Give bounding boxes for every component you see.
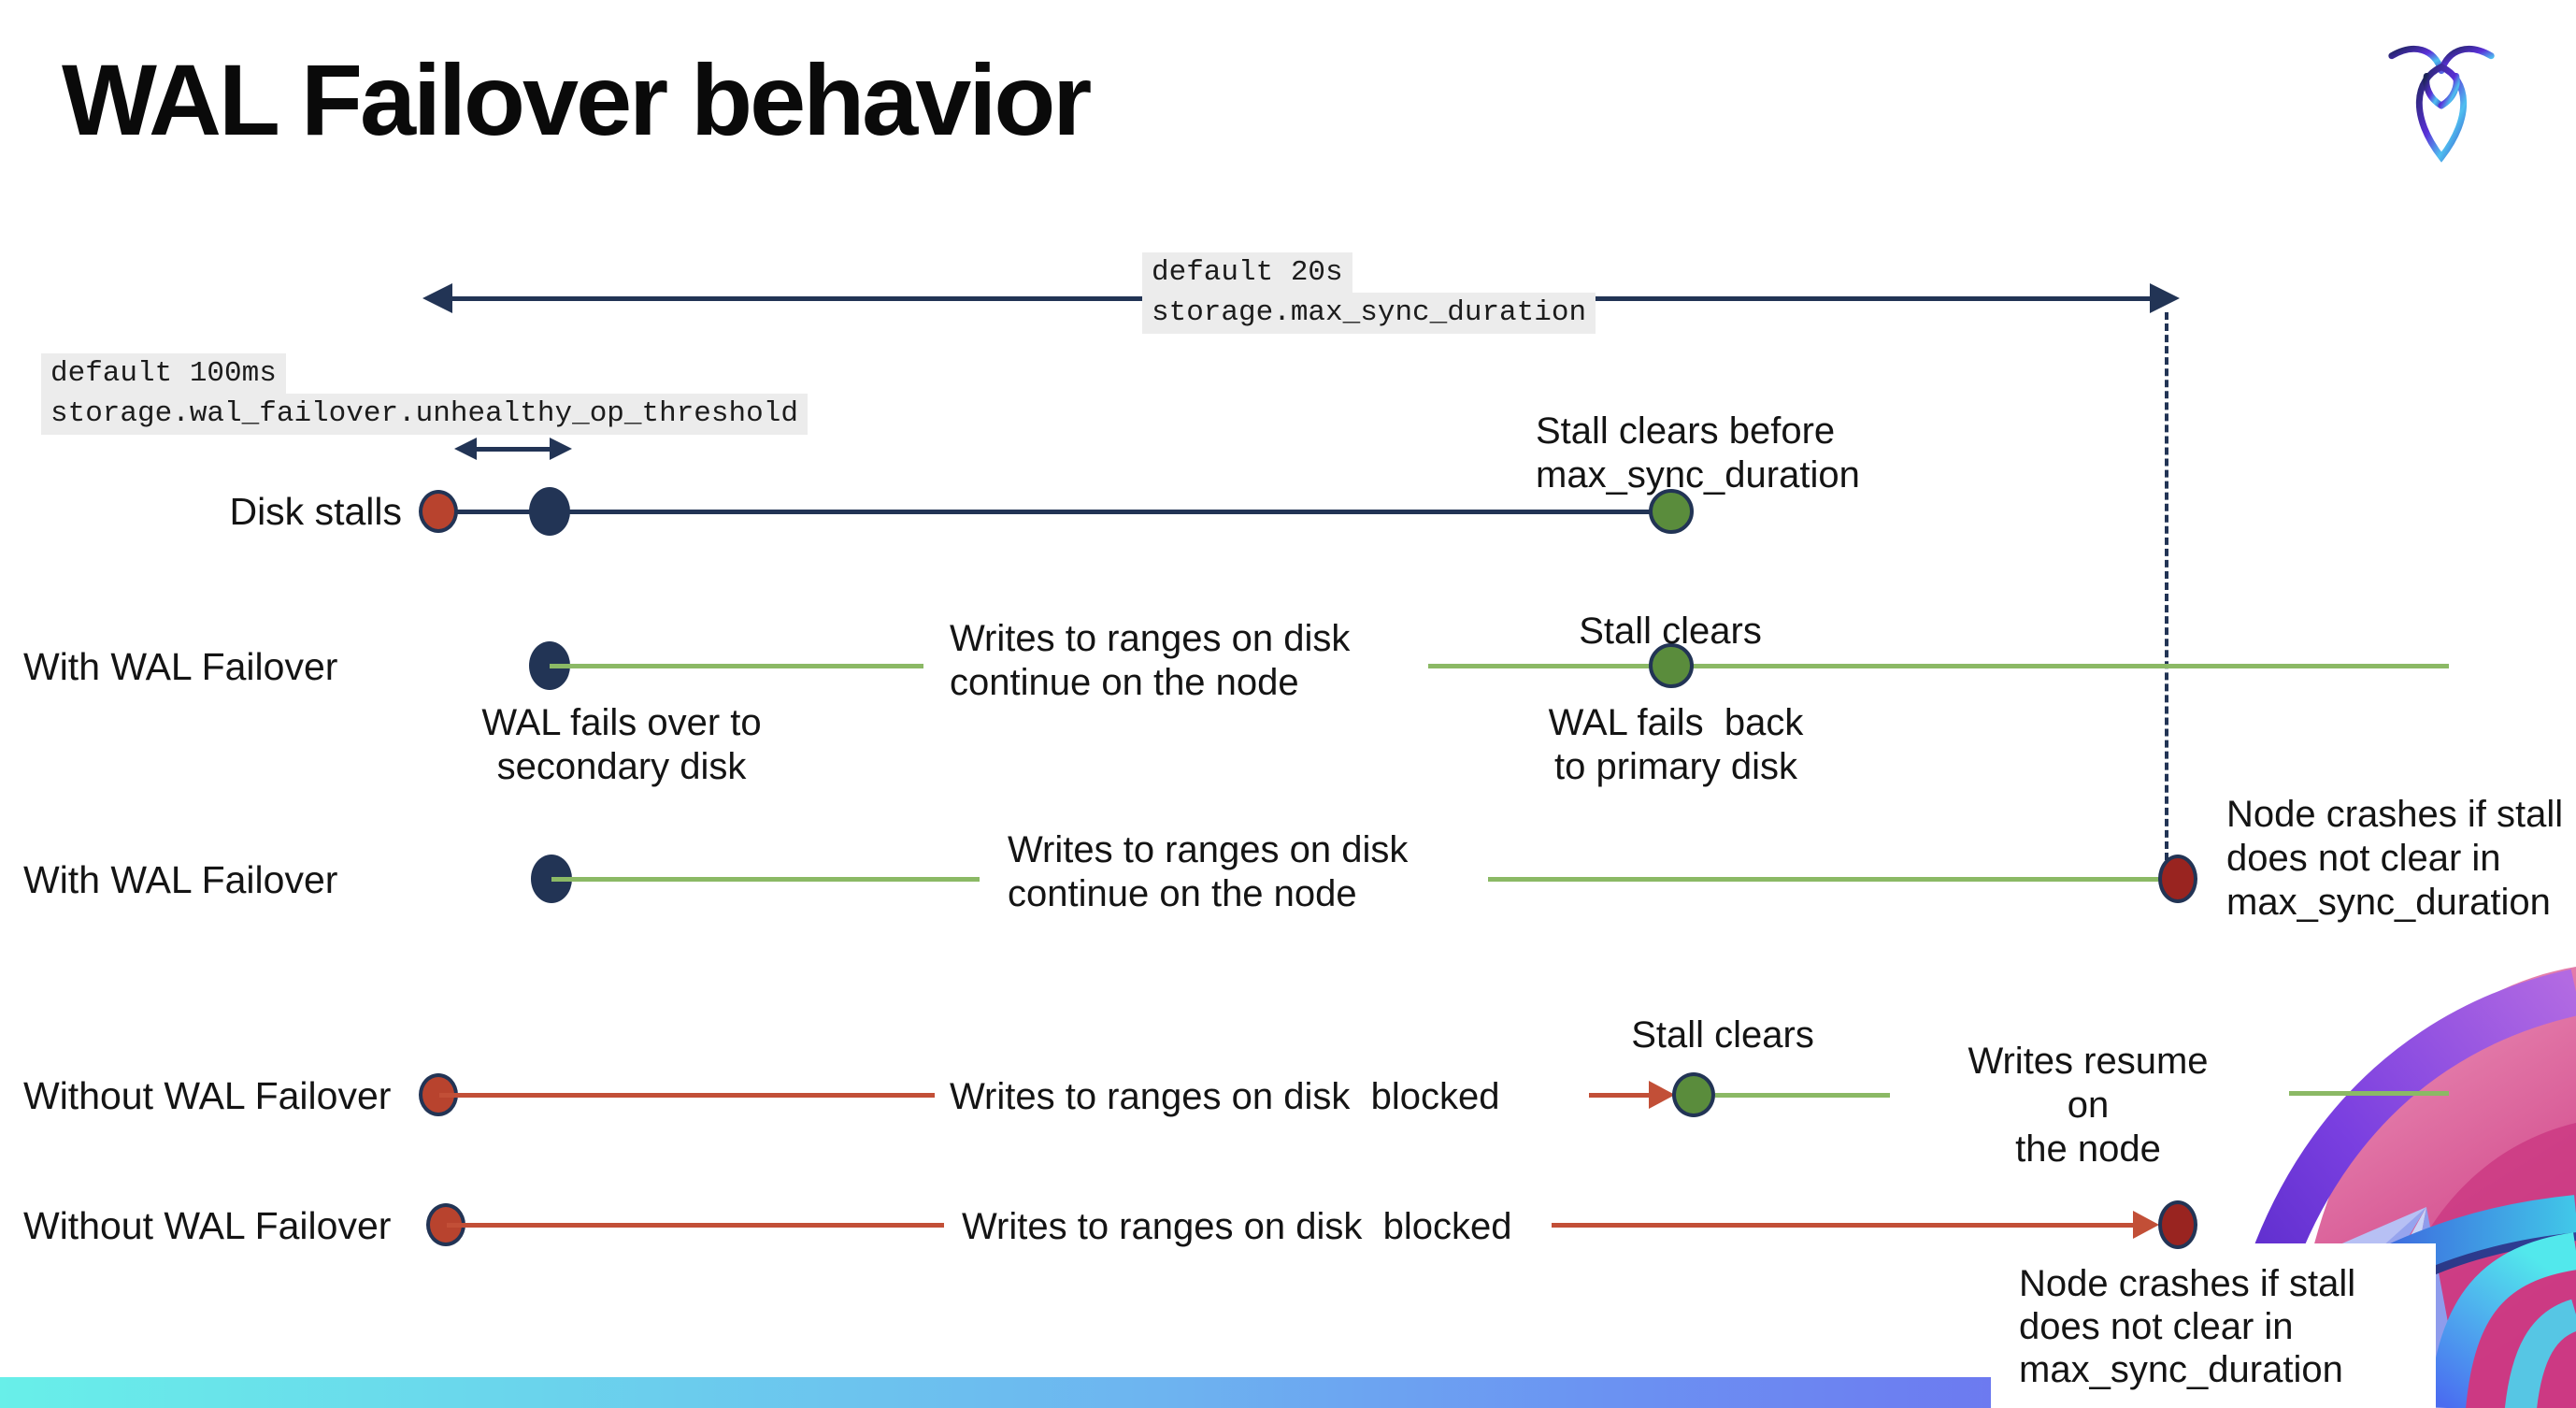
stall-clears-label: Stall clears xyxy=(1579,611,1762,652)
node-crashes-callout: Node crashes if stall does not clear in … xyxy=(1991,1243,2436,1408)
wal-fails-back-label: WAL fails back to primary disk xyxy=(1548,702,1804,787)
threshold-arrow-line xyxy=(471,447,551,452)
stall-clears-dot xyxy=(1649,643,1694,688)
writes-continue-label: Writes to ranges on disk continue on the… xyxy=(1008,829,1409,914)
disk-stall-line xyxy=(439,510,1671,514)
writes-resume-line xyxy=(2289,1091,2449,1096)
writes-continue-line xyxy=(1488,877,2161,882)
arrowhead-right-icon xyxy=(550,438,572,460)
node-crash-dot xyxy=(2158,855,2197,903)
writes-continue-line xyxy=(550,664,923,668)
timeline-row-label: With WAL Failover xyxy=(23,858,338,901)
writes-continue-line xyxy=(551,877,980,882)
stall-clears-label: Stall clears xyxy=(1631,1014,1814,1056)
writes-continue-line xyxy=(1428,664,2449,668)
cockroachdb-logo-icon xyxy=(2388,45,2495,163)
arrowhead-right-icon xyxy=(1649,1081,1675,1109)
unhealthy-op-setting-label: storage.wal_failover.unhealthy_op_thresh… xyxy=(41,394,808,435)
timeline-row-label: Without WAL Failover xyxy=(23,1204,392,1247)
writes-continue-label: Writes to ranges on disk continue on the… xyxy=(950,618,1351,703)
node-crashes-label: Node crashes if stall does not clear in … xyxy=(2019,1263,2356,1390)
writes-blocked-line xyxy=(1552,1223,2135,1228)
timeline-row-label: Without WAL Failover xyxy=(23,1074,392,1117)
failover-threshold-dot xyxy=(529,487,570,536)
writes-resume-line xyxy=(1715,1093,1890,1098)
writes-blocked-label: Writes to ranges on disk blocked xyxy=(950,1076,1500,1117)
writes-blocked-line xyxy=(1589,1093,1656,1098)
page-title: WAL Failover behavior xyxy=(62,43,1092,156)
writes-resume-label: Writes resume on the node xyxy=(1968,1041,2209,1170)
max-sync-default-label: default 20s xyxy=(1142,252,1352,294)
stall-clears-dot xyxy=(1649,489,1694,534)
stall-clears-before-label: Stall clears before max_sync_duration xyxy=(1536,410,1860,496)
arrowhead-right-icon xyxy=(2133,1211,2159,1239)
unhealthy-op-default-label: default 100ms xyxy=(41,353,286,395)
wal-fails-over-label: WAL fails over to secondary disk xyxy=(481,702,762,787)
arrowhead-right-icon xyxy=(2150,283,2180,313)
stall-clears-dot xyxy=(1672,1072,1715,1117)
writes-blocked-label: Writes to ranges on disk blocked xyxy=(962,1206,1512,1247)
node-crashes-label: Node crashes if stall does not clear in … xyxy=(2226,794,2564,923)
stall-start-dot xyxy=(419,490,458,533)
writes-blocked-line xyxy=(439,1093,935,1098)
arrowhead-left-icon xyxy=(422,283,452,313)
writes-blocked-line xyxy=(447,1223,944,1228)
arrowhead-left-icon xyxy=(454,438,477,460)
timeline-row-label: Disk stalls xyxy=(229,490,402,533)
node-crash-dot xyxy=(2158,1200,2197,1249)
max-sync-dashed-line xyxy=(2165,312,2168,860)
timeline-row-label: With WAL Failover xyxy=(23,645,338,688)
max-sync-setting-label: storage.max_sync_duration xyxy=(1142,293,1596,334)
